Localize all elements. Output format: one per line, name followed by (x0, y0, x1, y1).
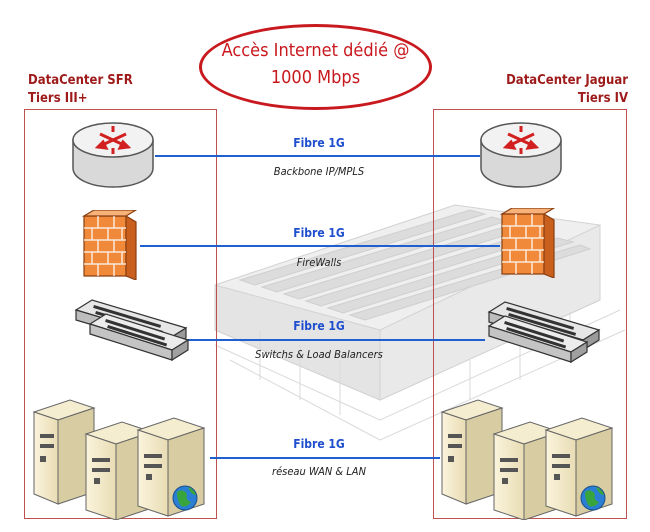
firewall-icon (82, 210, 138, 280)
layer-label: Switchs & Load Balancers (255, 348, 383, 361)
fibre-label: Fibre 1G (293, 226, 345, 240)
router-icon (72, 122, 154, 188)
switch-icon (74, 299, 190, 362)
left-datacenter-name: DataCenter SFR (28, 73, 133, 88)
diagram-title: Accès Internet dédié @ 1000 Mbps (199, 37, 432, 91)
router-icon (480, 122, 562, 188)
left-datacenter-tier: Tiers III+ (28, 91, 88, 106)
server-icon (32, 399, 206, 520)
title-oval (199, 24, 432, 110)
layer-label: réseau WAN & LAN (272, 465, 366, 478)
firewall-icon (500, 208, 556, 278)
layer-label: FireWalls (296, 256, 342, 269)
left-datacenter-header: DataCenter SFR Tiers III+ (28, 72, 133, 108)
right-datacenter-tier: Tiers IV (577, 91, 628, 106)
title-line-2: 1000 Mbps (270, 67, 361, 88)
right-datacenter-name: DataCenter Jaguar (506, 73, 628, 88)
link-line-backbone (155, 155, 480, 157)
server-icon (440, 399, 614, 520)
layer-label: Backbone IP/MPLS (273, 165, 365, 178)
link-line-switches (185, 339, 485, 341)
title-line-1: Accès Internet dédié @ (221, 40, 410, 61)
fibre-label: Fibre 1G (293, 136, 345, 150)
fibre-label: Fibre 1G (293, 319, 345, 333)
link-line-wan-lan (210, 457, 440, 459)
link-line-firewalls (140, 245, 500, 247)
switch-icon (487, 301, 601, 364)
fibre-label: Fibre 1G (293, 437, 345, 451)
right-datacenter-header: DataCenter Jaguar Tiers IV (506, 72, 628, 108)
